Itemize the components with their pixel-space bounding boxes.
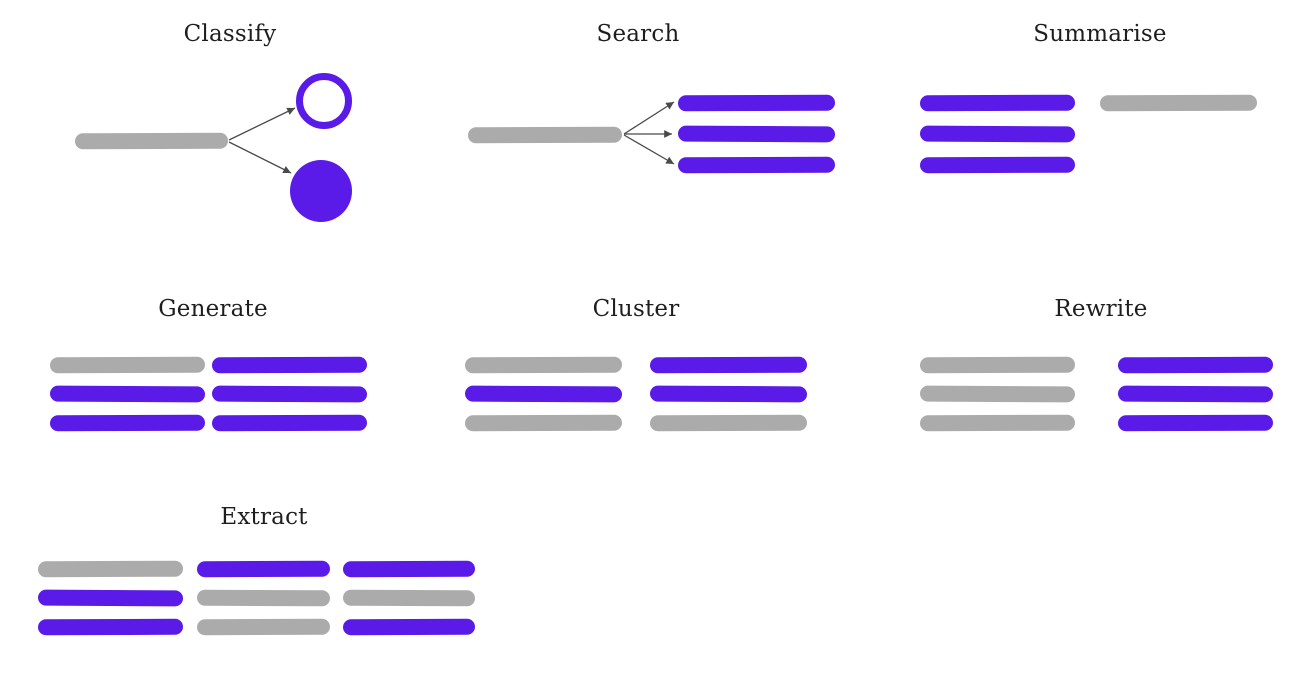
purple-text-bar [211, 356, 368, 374]
gray-text-bar [649, 414, 808, 432]
gray-text-bar [342, 589, 476, 607]
purple-text-bar [211, 414, 368, 432]
rewrite-right-bars [1117, 356, 1274, 432]
purple-text-bar [919, 125, 1076, 143]
cluster-title: Cluster [592, 296, 680, 322]
purple-text-bar [37, 589, 184, 607]
purple-text-bar [464, 385, 623, 403]
purple-text-bar [211, 385, 368, 403]
purple-text-bar [49, 385, 206, 403]
hollow-class-circle [296, 73, 352, 129]
gray-text-bar [464, 414, 623, 432]
search-title: Search [596, 21, 680, 47]
search-arrow-top [623, 101, 675, 135]
gray-text-bar [74, 132, 229, 150]
purple-text-bar [919, 94, 1076, 112]
gray-text-bar [467, 126, 623, 144]
gray-text-bar [1099, 94, 1258, 112]
purple-text-bar [649, 356, 808, 374]
extract-col2-bars [196, 560, 331, 636]
purple-text-bar [677, 94, 836, 112]
cluster-right-bars [649, 356, 808, 432]
gray-text-bar [37, 560, 184, 578]
rewrite-left-bars [919, 356, 1076, 432]
purple-text-bar [649, 385, 808, 403]
classify-arrow-bottom [228, 141, 292, 174]
classify-title: Classify [183, 21, 277, 47]
purple-text-bar [1117, 356, 1274, 374]
purple-text-bar [37, 618, 184, 636]
search-arrow-bottom [623, 134, 675, 165]
purple-text-bar [49, 414, 206, 432]
purple-text-bar [677, 156, 836, 174]
purple-text-bar [1117, 414, 1274, 432]
purple-text-bar [342, 560, 476, 578]
generate-left-bars [49, 356, 206, 432]
purple-text-bar [196, 560, 331, 578]
classify-input-bar [74, 132, 229, 150]
generate-right-bars [211, 356, 368, 432]
extract-col3-bars [342, 560, 476, 636]
rewrite-title: Rewrite [1054, 296, 1148, 322]
gray-text-bar [49, 356, 206, 374]
gray-text-bar [196, 589, 331, 607]
generate-title: Generate [158, 296, 268, 322]
summarise-source-bars [919, 94, 1076, 174]
purple-text-bar [342, 618, 476, 636]
extract-col1-bars [37, 560, 184, 636]
purple-text-bar [1117, 385, 1274, 403]
extract-title: Extract [220, 504, 308, 530]
search-result-bars [677, 94, 836, 174]
purple-text-bar [919, 156, 1076, 174]
gray-text-bar [919, 356, 1076, 374]
gray-text-bar [196, 618, 331, 636]
summarise-summary-bar [1099, 94, 1258, 112]
classify-arrow-top [228, 107, 296, 141]
purple-text-bar [677, 125, 836, 143]
gray-text-bar [919, 414, 1076, 432]
gray-text-bar [919, 385, 1076, 403]
filled-class-circle [290, 160, 352, 222]
gray-text-bar [464, 356, 623, 374]
cluster-left-bars [464, 356, 623, 432]
search-query-bar [467, 126, 623, 144]
summarise-title: Summarise [1033, 21, 1167, 47]
